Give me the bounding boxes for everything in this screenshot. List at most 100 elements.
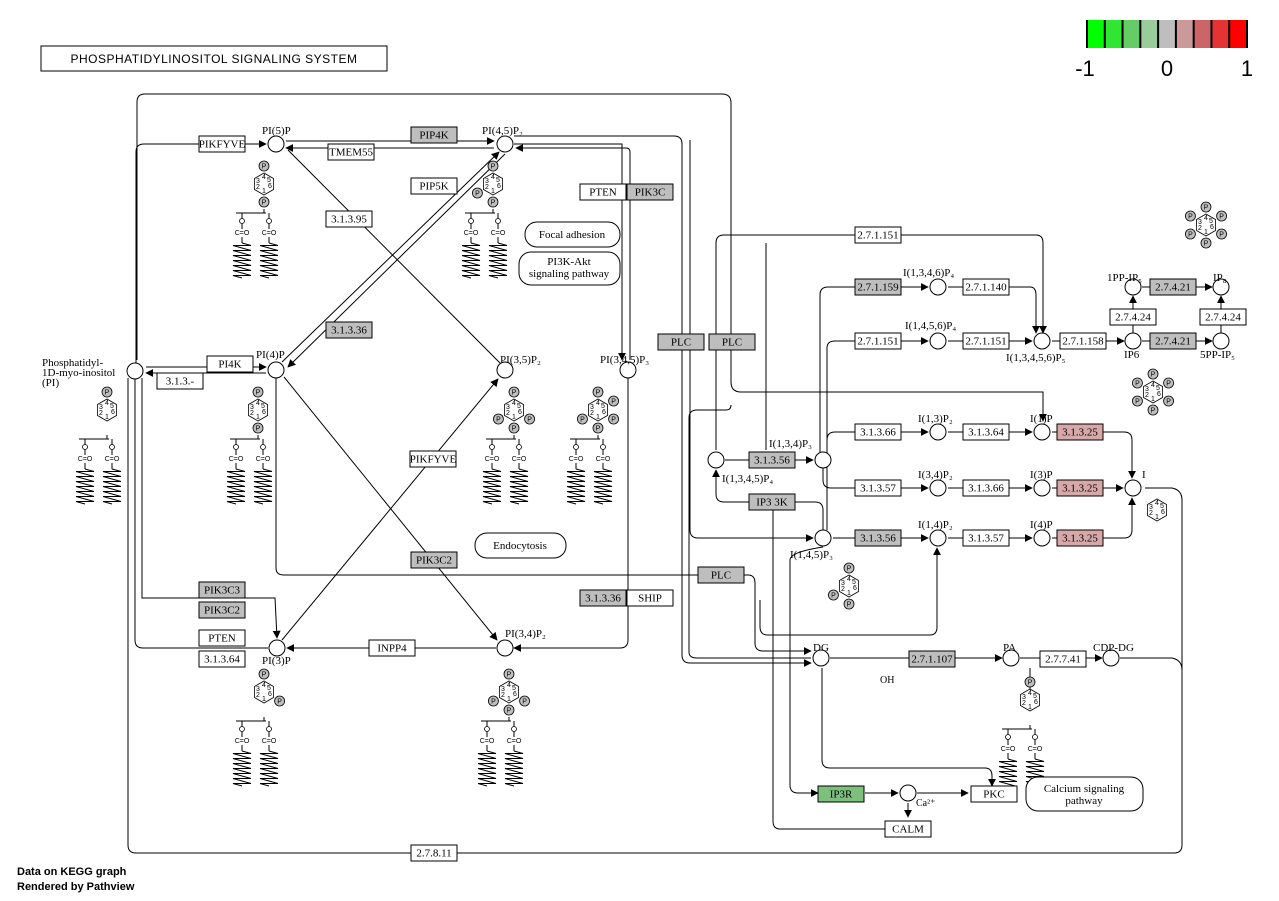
- enzyme-pten-1[interactable]: [579, 183, 627, 201]
- label-i1p: I(1)P: [1030, 413, 1053, 425]
- compound-labels: PI(5)P PI(4,5)P₂ Phosphatidyl- 1D-myo-in…: [42, 125, 1235, 809]
- svg-text:1: 1: [512, 414, 516, 421]
- pathway-pi3k-akt[interactable]: [518, 251, 621, 286]
- enzyme-e3-1-3-36-b[interactable]: [579, 589, 627, 607]
- enzyme-pik3c3[interactable]: [198, 581, 246, 599]
- enzyme-pip4k[interactable]: [410, 126, 458, 144]
- svg-text:C=O: C=O: [262, 230, 277, 237]
- enzyme-e3-1-3-64-b[interactable]: [962, 423, 1010, 441]
- enzyme-e2-7-4-24-a[interactable]: [1109, 308, 1157, 326]
- compound-nodes: [126, 135, 1230, 802]
- svg-text:C=O: C=O: [229, 456, 244, 463]
- svg-text:C=O: C=O: [512, 456, 527, 463]
- enzyme-pkc[interactable]: [970, 785, 1018, 803]
- enzyme-e3-1-3-25-b[interactable]: [1056, 479, 1104, 497]
- enzyme-e3-1-3-25-a[interactable]: [1056, 423, 1104, 441]
- enzyme-e2-7-4-21-b[interactable]: [1149, 332, 1197, 350]
- enzyme-label: 3.1.3.57: [968, 533, 1004, 545]
- enzyme-e3-1-3-57-b[interactable]: [962, 529, 1010, 547]
- svg-text:P: P: [1135, 381, 1140, 388]
- enzyme-e2-7-1-151-b[interactable]: [854, 332, 902, 350]
- enzyme-e3-1-3-64-a[interactable]: [198, 650, 246, 668]
- svg-text:6: 6: [853, 585, 857, 592]
- compound-pi45p2: [496, 135, 514, 153]
- svg-text:6: 6: [1034, 699, 1038, 706]
- compound-i1p: [1033, 423, 1051, 441]
- enzyme-pik3c2-b[interactable]: [198, 601, 246, 619]
- svg-text:P: P: [611, 417, 616, 424]
- svg-text:P: P: [1151, 372, 1156, 379]
- svg-text:1: 1: [1204, 229, 1208, 236]
- svg-text:P: P: [580, 417, 585, 424]
- enzyme-pikfyve-2[interactable]: [409, 450, 457, 468]
- svg-text:5: 5: [517, 403, 521, 410]
- color-scale-legend: [1086, 20, 1248, 48]
- enzyme-ip3r[interactable]: [817, 785, 865, 803]
- enzyme-pikfyve-1[interactable]: [198, 135, 246, 153]
- enzyme-label: 2.7.1.151: [857, 230, 898, 242]
- enzyme-e2-7-1-159[interactable]: [854, 278, 902, 296]
- svg-text:3: 3: [590, 404, 594, 411]
- enzyme-label: 2.7.4.24: [1205, 312, 1241, 324]
- enzyme-e3-1-3-95[interactable]: [325, 210, 373, 228]
- enzyme-label: 3.1.3.25: [1062, 533, 1098, 545]
- svg-text:5: 5: [1209, 218, 1213, 225]
- enzyme-ship[interactable]: [626, 589, 674, 607]
- enzyme-e2-7-1-151-c[interactable]: [962, 332, 1010, 350]
- enzyme-pik3c2-a[interactable]: [410, 551, 458, 569]
- enzyme-calm[interactable]: [884, 820, 932, 838]
- enzyme-pi4k[interactable]: [206, 355, 254, 373]
- enzyme-e3-1-3-56-b[interactable]: [854, 529, 902, 547]
- svg-text:4: 4: [1151, 382, 1155, 389]
- enzyme-e2-7-7-41[interactable]: [1039, 650, 1087, 668]
- enzyme-ip3-3k[interactable]: [748, 493, 796, 511]
- enzyme-plc-2[interactable]: [708, 333, 756, 351]
- svg-text:3: 3: [501, 686, 505, 693]
- enzyme-e3-1-3-[interactable]: [156, 372, 204, 390]
- enzyme-tmem55[interactable]: [327, 143, 375, 161]
- pathway-endocytosis[interactable]: [474, 532, 567, 559]
- enzyme-e3-1-3-36-a[interactable]: [325, 321, 373, 339]
- enzyme-pten-2[interactable]: [198, 629, 246, 647]
- pathway-calcium-signaling[interactable]: [1025, 776, 1144, 812]
- enzyme-label: PI4K: [218, 359, 241, 371]
- enzyme-e3-1-3-56-a[interactable]: [748, 451, 796, 469]
- label-pi45p2: PI(4,5)P₂: [482, 125, 523, 137]
- svg-text:3: 3: [99, 404, 103, 411]
- enzyme-plc-1[interactable]: [657, 333, 705, 351]
- enzyme-inpp4[interactable]: [368, 639, 416, 657]
- enzyme-e2-7-1-140[interactable]: [962, 278, 1010, 296]
- enzyme-e2-7-1-107[interactable]: [908, 650, 956, 668]
- svg-text:P: P: [491, 699, 496, 706]
- enzyme-e3-1-3-66-b[interactable]: [962, 479, 1010, 497]
- enzyme-pik3c[interactable]: [626, 183, 674, 201]
- enzyme-e3-1-3-66-a[interactable]: [854, 423, 902, 441]
- enzyme-e2-7-8-11[interactable]: [410, 844, 458, 862]
- svg-text:P: P: [1219, 214, 1224, 221]
- enzyme-e2-7-4-24-b[interactable]: [1199, 308, 1247, 326]
- enzyme-pip5k[interactable]: [410, 177, 458, 195]
- svg-text:5: 5: [1033, 693, 1037, 700]
- scale-min-label: -1: [1075, 56, 1095, 81]
- enzyme-e3-1-3-25-c[interactable]: [1056, 529, 1104, 547]
- pathway-focal-adhesion[interactable]: [524, 221, 621, 248]
- label-pi35p2: PI(3,5)P₂: [500, 354, 541, 366]
- enzyme-e2-7-1-151-a[interactable]: [854, 226, 902, 244]
- enzyme-label: PIKFYVE: [410, 454, 457, 466]
- enzyme-label: PIP4K: [419, 130, 448, 142]
- label-5pp-ip5: 5PP-IP₅: [1200, 349, 1235, 361]
- svg-text:P: P: [1219, 232, 1224, 239]
- enzyme-plc-3[interactable]: [697, 566, 745, 584]
- enzyme-e2-7-4-21-a[interactable]: [1149, 278, 1197, 296]
- svg-text:C=O: C=O: [235, 230, 250, 237]
- svg-text:P: P: [1166, 381, 1171, 388]
- svg-text:4: 4: [491, 174, 495, 181]
- pathway-calcium-label-1: Calcium signaling: [1044, 783, 1125, 795]
- enzyme-e2-7-1-158[interactable]: [1059, 332, 1107, 350]
- enzyme-e3-1-3-57-a[interactable]: [854, 479, 902, 497]
